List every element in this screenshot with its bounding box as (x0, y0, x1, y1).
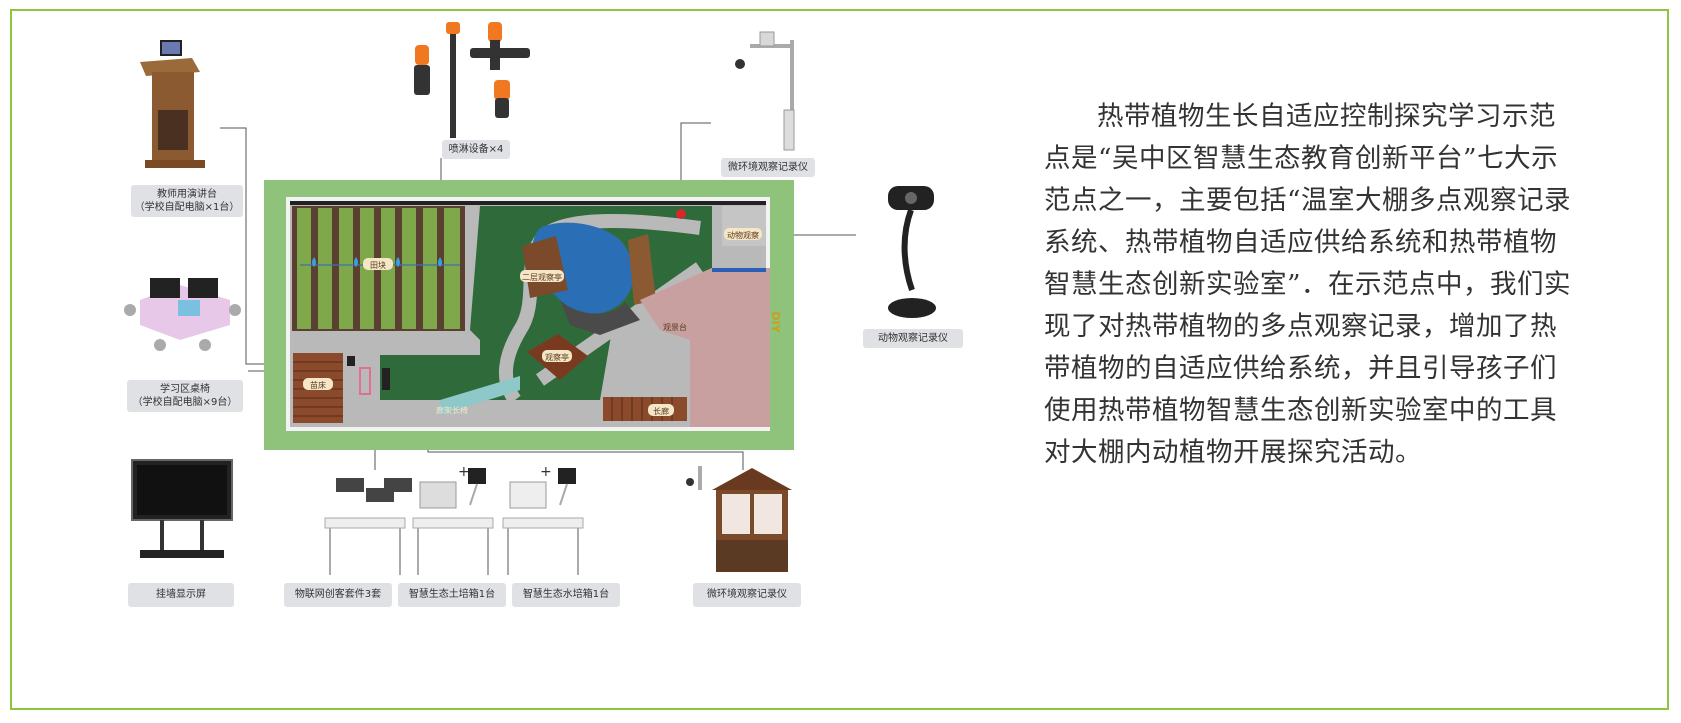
map-label-building: 二层观察亭 (522, 272, 562, 282)
greenhouse-north-wall (290, 201, 766, 205)
iot-kit-illustration (324, 478, 412, 575)
label-iot-kit: 物联网创客套件3套 (284, 583, 392, 607)
label-wall-display: 挂墙显示屏 (128, 583, 234, 607)
map-label-bed: 苗床 (310, 380, 326, 390)
observation-house (522, 236, 568, 298)
soil-box-illustration: + (412, 464, 494, 575)
study-desks-illustration (124, 278, 241, 351)
plus-icon-2: + (540, 464, 552, 480)
map-label-field-bg (363, 258, 393, 270)
wall-display-illustration (131, 459, 233, 558)
water-box-illustration: + (502, 464, 584, 575)
wooden-bridge (628, 234, 656, 305)
label-teacher-podium-line1: 教师用演讲台 (157, 189, 217, 200)
podium-illustration (140, 40, 205, 168)
map-label-bed-bg (303, 378, 333, 390)
micro-env-kiosk-illustration (686, 466, 792, 572)
sprinkler-drops (312, 257, 442, 267)
label-teacher-podium-line2: （学校自配电脑×1台） (134, 202, 240, 213)
garden-lawn-south (380, 355, 480, 400)
map-label-animal-bg (724, 228, 762, 240)
label-sprinkler: 喷淋设备×4 (442, 140, 510, 159)
label-water-box: 智慧生态水培箱1台 (512, 583, 620, 607)
label-micro-env-bottom: 微环境观察记录仪 (693, 583, 801, 607)
map-label-animal: 动物观察 (727, 230, 759, 240)
sprinkler-illustration (414, 22, 530, 138)
animal-recorder-illustration (888, 186, 936, 318)
map-label-side: DIY (769, 311, 782, 333)
label-teacher-podium: 教师用演讲台 （学校自配电脑×1台） (131, 185, 243, 217)
pink-activity-area (640, 268, 770, 427)
map-label-pavilion-bg (542, 350, 572, 362)
map-label-building-bg (520, 270, 564, 282)
label-study-desks: 学习区桌椅 （学校自配电脑×9台） (127, 380, 243, 412)
device-box-1 (347, 356, 355, 366)
label-study-desks-line1: 学习区桌椅 (160, 384, 210, 395)
pink-marker (359, 367, 371, 395)
crop-rows (297, 208, 460, 329)
corridor-bench (603, 397, 687, 421)
label-study-desks-line2: （学校自配电脑×9台） (132, 397, 238, 408)
map-label-pavilion: 观察亭 (545, 352, 569, 362)
map-label-corridor-bg (648, 404, 674, 416)
label-micro-env-top: 微环境观察记录仪 (721, 158, 815, 177)
content-frame (10, 9, 1669, 710)
blue-strip (712, 268, 766, 272)
label-soil-box: 智慧生态土培箱1台 (398, 583, 506, 607)
map-label-group: 田块 二层观察亭 观察亭 观景台 长廊 动物观察 苗床 廊架长椅 DIY (303, 228, 782, 416)
device-box-2 (382, 368, 390, 390)
micro-env-recorder-top-illustration (735, 31, 795, 151)
map-label-field: 田块 (370, 260, 386, 270)
map-label-bench: 廊架长椅 (436, 405, 468, 415)
map-label-corridor: 长廊 (653, 406, 669, 416)
plus-icon: + (458, 464, 470, 480)
sensor-dot (676, 209, 686, 219)
water-channel (440, 376, 520, 415)
rock-bank (560, 300, 640, 335)
map-label-platform: 观景台 (663, 322, 687, 332)
label-animal-recorder: 动物观察记录仪 (863, 329, 963, 348)
description-paragraph: 热带植物生长自适应控制探究学习示范点是“吴中区智慧生态教育创新平台”七大示范点之… (1044, 101, 1572, 468)
